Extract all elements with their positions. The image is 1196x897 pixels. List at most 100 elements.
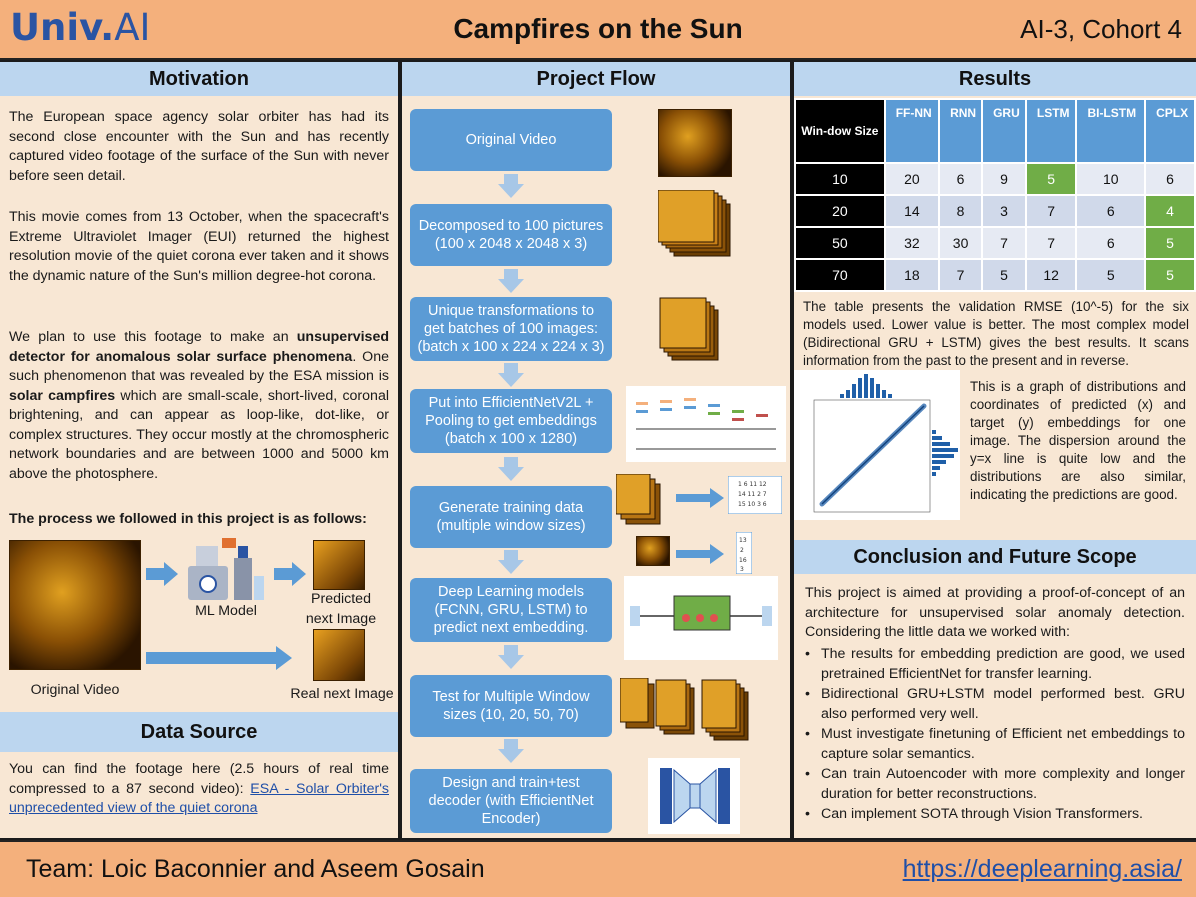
motivation-para-3: We plan to use this footage to make an u… (9, 329, 389, 482)
results-column: Results Win-dow Size FF-NN RNN GRU LSTM … (794, 62, 1196, 838)
svg-text:2: 2 (740, 547, 744, 554)
table-caption: The table presents the validation RMSE (… (803, 299, 1189, 368)
esa-video-link[interactable]: ESA - Solar Orbiter's unprecedented view… (9, 780, 389, 817)
flow-step-8: Design and train+test decoder (with Effi… (410, 769, 612, 833)
table-cell: 5 (981, 258, 1027, 292)
motivation-column: Motivation The European space agency sol… (0, 62, 398, 838)
table-cell: 6 (938, 162, 984, 196)
decomposed-frames-stack (658, 190, 731, 257)
table-cell: 30 (938, 226, 984, 260)
window-size-cell: 20 (794, 194, 886, 228)
table-cell: 6 (1075, 226, 1147, 260)
results-heading: Results (794, 62, 1196, 96)
real-next-image (313, 629, 365, 681)
table-cell: 12 (1024, 258, 1078, 292)
column-header: LSTM (1024, 98, 1078, 164)
flow-step-1: Original Video (410, 109, 612, 171)
table-cell: 3 (981, 194, 1027, 228)
poster-title: Campfires on the Sun (453, 13, 743, 44)
flow-step-2: Decomposed to 100 pictures (100 x 2048 x… (410, 204, 612, 266)
svg-text:15 10 3 6: 15 10 3 6 (738, 501, 767, 508)
project-flow-column: Project Flow Original Video Decomposed t… (402, 62, 790, 838)
data-source-text: You can find the footage here (2.5 hours… (9, 761, 389, 817)
original-video-thumb (658, 109, 732, 177)
efficientnet-architecture-figure (626, 386, 786, 462)
real-next-label: Real next Image (290, 686, 394, 702)
data-source-heading: Data Source (0, 712, 398, 752)
table-cell: 7 (1024, 226, 1078, 260)
table-cell: 20 (883, 162, 941, 196)
single-frame-thumb (636, 536, 670, 566)
autoencoder-diagram (648, 758, 740, 834)
arrow-right-icon (676, 544, 724, 564)
arrow-down-icon (498, 550, 524, 574)
svg-text:14 11 2 7: 14 11 2 7 (738, 491, 767, 498)
list-item: Can train Autoencoder with more complexi… (799, 764, 1185, 804)
ml-model-icon (188, 538, 264, 600)
original-video-image (9, 540, 141, 670)
flow-step-4: Put into EfficientNetV2L + Pooling to ge… (410, 389, 612, 453)
svg-text:3: 3 (740, 566, 744, 573)
conclusion-intro: This project is aimed at providing a pro… (805, 585, 1185, 640)
arrow-down-icon (498, 645, 524, 669)
rmse-table: Win-dow Size FF-NN RNN GRU LSTM BI-LSTM … (794, 98, 1196, 292)
arrow-down-icon (498, 363, 524, 387)
table-header-row: Win-dow Size FF-NN RNN GRU LSTM BI-LSTM … (794, 98, 1196, 164)
flow-step-7: Test for Multiple Window sizes (10, 20, … (410, 675, 612, 737)
cohort-label: AI-3, Cohort 4 (1020, 14, 1182, 44)
predicted-image (313, 540, 365, 590)
original-video-label: Original Video (30, 682, 120, 698)
team-label: Team: Loic Baconnier and Aseem Gosain (26, 855, 485, 883)
vector-icon: 13 2 16 3 (736, 532, 752, 574)
table-row: 50 32 30 7 7 6 5 (794, 226, 1196, 260)
column-header: CPLX (1144, 98, 1196, 164)
table-row: 70 18 7 5 12 5 5 (794, 258, 1196, 292)
arrow-down-icon (498, 457, 524, 481)
website-link[interactable]: https://deeplearning.asia/ (902, 855, 1182, 883)
conclusion-list: The results for embedding prediction are… (799, 644, 1185, 824)
table-cell: 6 (1144, 162, 1196, 196)
table-cell: 7 (981, 226, 1027, 260)
window-size-header: Win-dow Size (794, 98, 886, 164)
arrow-right-icon (146, 562, 178, 586)
table-cell: 8 (938, 194, 984, 228)
svg-text:13: 13 (739, 537, 747, 544)
table-row: 20 14 8 3 7 6 4 (794, 194, 1196, 228)
list-item: The results for embedding prediction are… (799, 644, 1185, 684)
process-heading: The process we followed in this project … (9, 511, 367, 527)
motivation-heading: Motivation (0, 62, 398, 96)
table-cell: 7 (1024, 194, 1078, 228)
scatter-distribution-plot (794, 370, 960, 520)
table-cell: 10 (1075, 162, 1147, 196)
poster-header: Univ.AI Campfires on the Sun AI-3, Cohor… (0, 0, 1196, 60)
predicted-label: Predicted next Image (305, 591, 377, 627)
table-cell: 6 (1075, 194, 1147, 228)
ml-model-label: ML Model (195, 603, 257, 619)
motivation-para-2: This movie comes from 13 October, when t… (9, 209, 389, 284)
transformed-batch-stack (659, 297, 719, 361)
univ-ai-logo: Univ.AI (10, 6, 151, 49)
arrow-down-icon (498, 739, 524, 763)
table-cell-best: 4 (1144, 194, 1196, 228)
table-cell-best: 5 (1024, 162, 1078, 196)
table-cell: 5 (1075, 258, 1147, 292)
arrow-right-icon (676, 488, 724, 508)
list-item: Can implement SOTA through Vision Transf… (799, 804, 1185, 824)
flow-step-3: Unique transformations to get batches of… (410, 297, 612, 361)
svg-text:16: 16 (739, 557, 747, 564)
table-cell: 14 (883, 194, 941, 228)
project-flow-heading: Project Flow (402, 62, 790, 96)
table-cell: 9 (981, 162, 1027, 196)
training-frames-stack (616, 474, 661, 525)
long-arrow-right-icon (146, 646, 292, 670)
test-window-stacks (620, 678, 749, 741)
column-header: GRU (981, 98, 1027, 164)
conclusion-heading: Conclusion and Future Scope (794, 540, 1196, 574)
table-cell-best: 5 (1144, 258, 1196, 292)
column-header: RNN (938, 98, 984, 164)
flow-step-6: Deep Learning models (FCNN, GRU, LSTM) t… (410, 578, 612, 642)
arrow-down-icon (498, 269, 524, 293)
table-cell: 7 (938, 258, 984, 292)
table-cell-best: 5 (1144, 226, 1196, 260)
